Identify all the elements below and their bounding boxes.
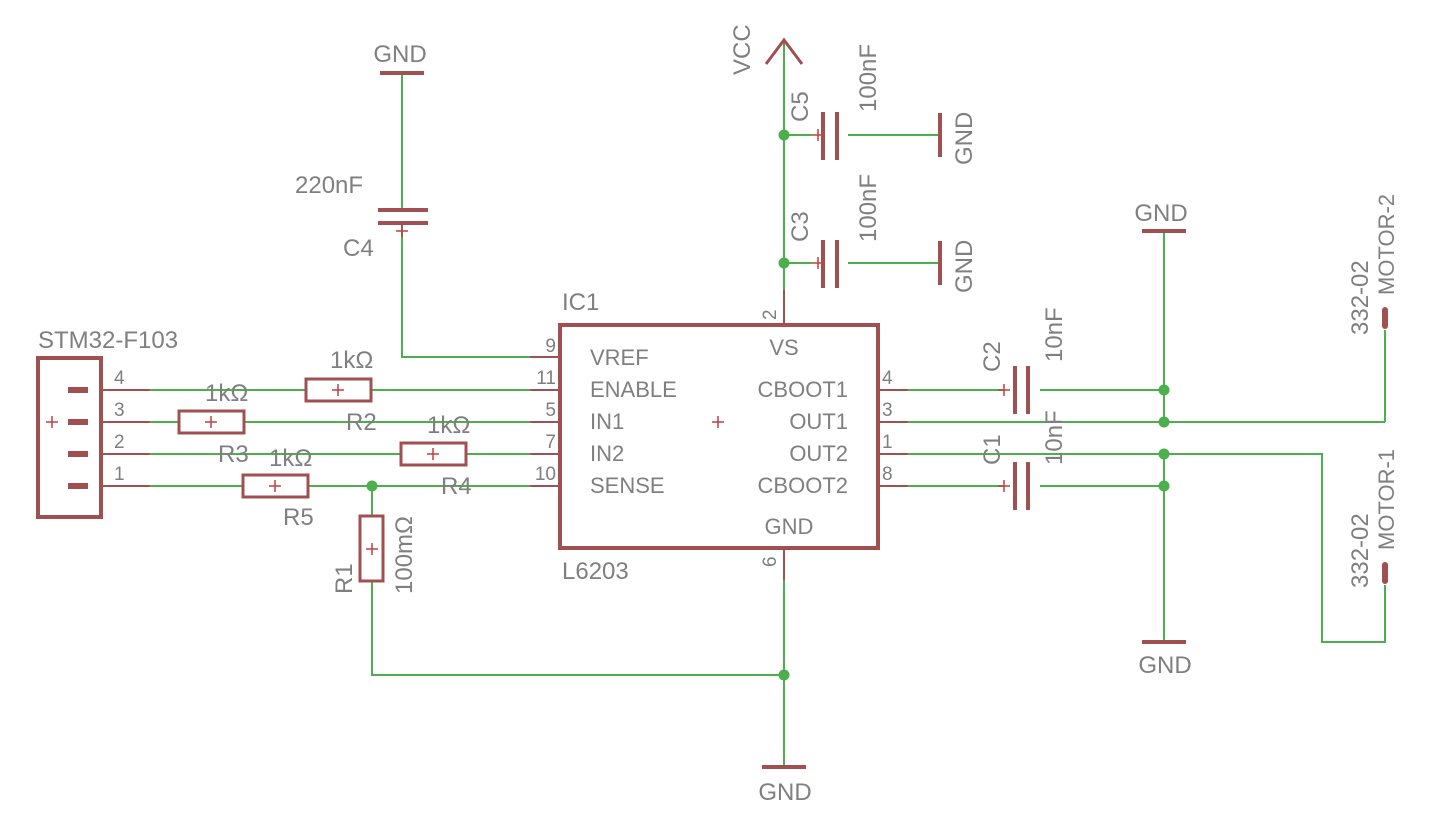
resistor-value: 1kΩ [205,380,248,407]
gnd-symbol-c3: GND [938,240,978,293]
resistor-r1: R1 100mΩ [331,514,418,594]
connector-pin-number: 3 [114,400,125,421]
resistor-value: 1kΩ [330,347,373,374]
resistor-name: R4 [441,473,472,500]
junctions [366,129,1170,681]
ic-pin-number: 4 [882,368,893,389]
junction-dot [366,480,378,492]
ic-pin-name: CBOOT2 [758,473,848,498]
capacitor-name: C5 [787,91,814,122]
ic-pin-name: OUT1 [789,409,848,434]
ic-pin-name: VREF [590,345,649,370]
ic-pin-number: 6 [760,556,781,567]
resistor-name: R2 [346,409,377,436]
connector-pin-number: 4 [114,368,125,389]
ic-pin-name: CBOOT1 [758,377,848,402]
resistor-r5: 1kΩ R5 [241,445,314,531]
terminal-value: 332-02 [1347,513,1374,588]
capacitor-value: 220nF [295,172,363,199]
terminal-name: MOTOR-2 [1374,194,1399,295]
ic-pin-number: 7 [545,432,556,453]
terminal-value: 332-02 [1347,260,1374,335]
ic-pin-name: OUT2 [789,441,848,466]
resistor-value: 1kΩ [427,412,470,439]
resistor-name: R3 [218,441,249,468]
vcc-label: VCC [729,24,756,75]
ic-value: L6203 [562,558,629,585]
ic-pin-name: IN2 [590,441,624,466]
junction-dot [778,257,790,269]
ic-pin-number: 1 [882,432,893,453]
ic-pin-number: 5 [545,400,556,421]
capacitor-value: 10nF [1041,307,1068,362]
capacitor-name: C3 [787,211,814,242]
ic-pin-number: 9 [545,336,556,357]
ic-name: IC1 [562,289,599,316]
ic-pin-number: 3 [882,400,893,421]
wire-out2 [908,453,1386,643]
ic-pin-number: 10 [535,464,556,485]
connector-name: STM32-F103 [38,327,178,354]
junction-dot [1158,480,1170,492]
connector-pin-number: 2 [114,432,125,453]
ic-pin-number: 2 [760,309,781,320]
resistor-name: R1 [331,563,358,594]
gnd-label: GND [758,779,811,806]
ic-pin-number: 8 [882,464,893,485]
gnd-label: GND [1134,200,1187,227]
motor-terminal-1: 332-02 MOTOR-1 [1347,449,1399,588]
resistor-r3: 1kΩ R3 [177,380,249,468]
capacitor-c1: C1 10nF [979,410,1068,510]
capacitor-name: C2 [979,341,1006,372]
gnd-label: GND [1138,652,1191,679]
junction-dot [1158,384,1170,396]
ic-pin-name: IN1 [590,409,624,434]
capacitor-value: 10nF [1041,410,1068,465]
motor-terminal-2: 332-02 MOTOR-2 [1347,194,1399,335]
ic-l6203: IC1 L6203 VREF ENABLE IN1 IN2 SENSE 9 11… [530,289,908,585]
junction-dot [1158,416,1170,428]
gnd-label: GND [951,112,978,165]
gnd-symbol-right-top: GND [1134,200,1188,233]
connector-stm32: STM32-F103 4 3 2 1 [36,327,178,519]
vcc-symbol: VCC [729,24,804,75]
resistor-r4: 1kΩ R4 [399,412,472,500]
gnd-symbol-c5: GND [938,112,978,165]
junction-dot [778,669,790,681]
junction-dot [1158,448,1170,460]
wire-r1-gnd [371,582,784,676]
ic-pin-name: GND [765,514,814,539]
gnd-symbol-bottom: GND [758,765,812,806]
resistor-value: 100mΩ [391,516,418,594]
resistor-name: R5 [283,504,314,531]
gnd-label: GND [951,240,978,293]
capacitor-value: 100nF [855,44,882,112]
gnd-label: GND [373,41,426,68]
ic-pin-name: ENABLE [590,377,677,402]
capacitor-c2: C2 10nF [979,307,1068,414]
ic-pin-number: 11 [536,368,556,389]
ic-pin-name: SENSE [590,473,665,498]
capacitor-c5: C5 100nF [787,44,882,160]
wire-vref [401,225,530,358]
capacitor-name: C1 [979,434,1006,465]
capacitor-c3: C3 100nF [787,174,882,288]
capacitor-value: 100nF [855,174,882,242]
ic-pin-name: VS [769,335,798,360]
resistor-value: 1kΩ [269,445,312,472]
gnd-symbol-right-bottom: GND [1138,640,1192,679]
connector-pin-number: 1 [114,464,125,485]
gnd-symbol-c4: GND [373,41,427,75]
terminal-name: MOTOR-1 [1374,449,1399,550]
capacitor-c4: 220nF C4 [295,172,428,262]
capacitor-name: C4 [343,235,374,262]
resistor-r2: 1kΩ R2 [304,347,377,436]
junction-dot [778,129,790,141]
